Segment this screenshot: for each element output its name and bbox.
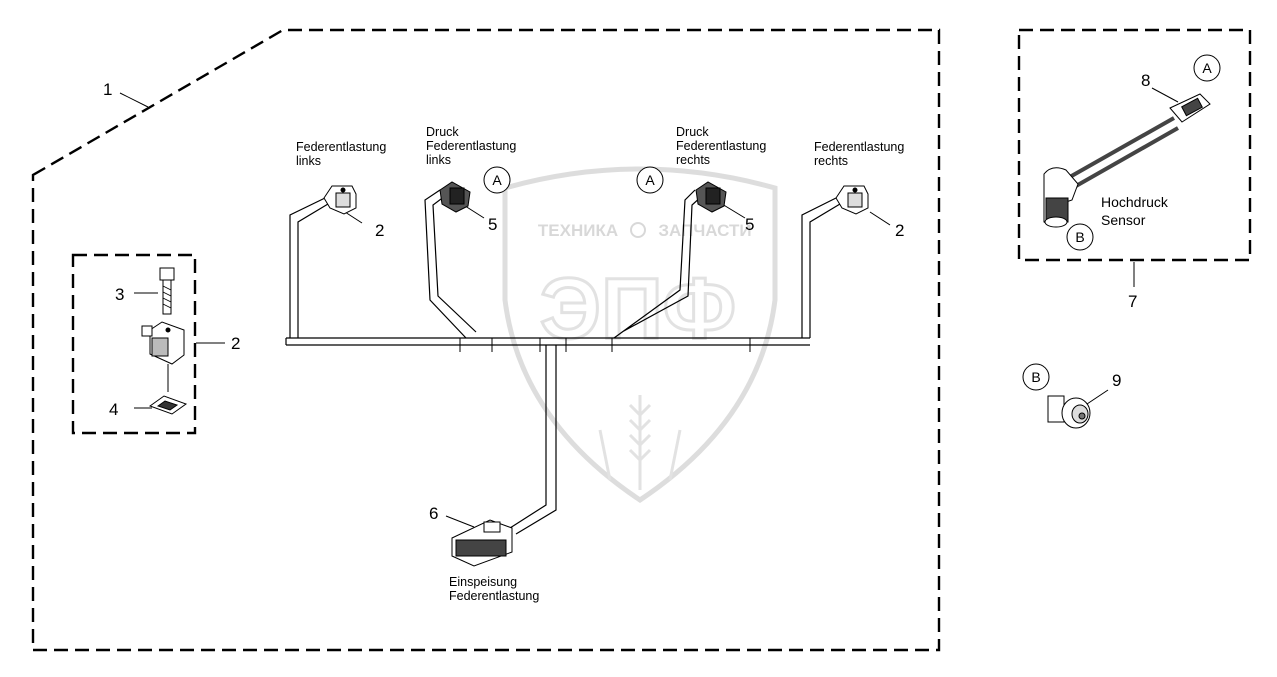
valve-connector-left <box>323 185 357 215</box>
wiring-harness <box>285 189 841 535</box>
sealing-plug <box>1047 395 1091 429</box>
watermark-logo: ЭПФ <box>540 261 736 357</box>
callout-2-detail: 2 <box>231 334 240 353</box>
label-federentlastung-links: Federentlastung links <box>296 140 390 168</box>
watermark: ТЕХНИКА ЗАПЧАСТИ ЭПФ <box>502 166 778 504</box>
label-hochdruck-sensor: Hochdruck Sensor <box>1101 194 1172 228</box>
watermark-right: ЗАПЧАСТИ <box>658 221 751 240</box>
connector-marker-b-sensor: B <box>1066 223 1094 251</box>
screw-part <box>159 267 175 315</box>
label-federentlastung-rechts: Federentlastung rechts <box>814 140 908 168</box>
callout-9: 9 <box>1112 371 1121 390</box>
label-druck-federentlastung-rechts: Druck Federentlastung rechts <box>676 125 770 167</box>
label-einspeisung: Einspeisung Federentlastung <box>449 575 539 603</box>
callout-8: 8 <box>1141 71 1150 90</box>
callout-1: 1 <box>103 80 112 99</box>
connector-marker-a-sensor: A <box>1193 54 1221 82</box>
callout-2-left: 2 <box>375 221 384 240</box>
watermark-left: ТЕХНИКА <box>538 221 618 240</box>
connector-a-text: A <box>1202 60 1212 76</box>
sensor-kit-frame <box>1017 28 1252 262</box>
callout-5-left: 5 <box>488 215 497 234</box>
connector-b-text: B <box>1031 369 1040 385</box>
main-kit-frame <box>31 28 941 652</box>
seal-part <box>148 395 188 415</box>
connector-a-text: A <box>645 172 655 188</box>
feed-connector <box>451 519 513 567</box>
connector-marker-a-right: A <box>636 166 664 194</box>
sensor-assembly <box>1043 93 1211 228</box>
callout-6: 6 <box>429 504 438 523</box>
wheat-icon <box>598 395 682 490</box>
label-druck-federentlastung-links: Druck Federentlastung links <box>426 125 520 167</box>
pressure-plug-left <box>439 181 471 213</box>
connector-marker-b-plug: B <box>1022 363 1050 391</box>
valve-detail-frame <box>71 253 197 435</box>
gear-icon <box>630 222 646 238</box>
callout-3: 3 <box>115 285 124 304</box>
valve-part <box>141 321 185 392</box>
callout-2-right: 2 <box>895 221 904 240</box>
callout-5-right: 5 <box>745 215 754 234</box>
connector-b-text: B <box>1075 229 1084 245</box>
callout-4: 4 <box>109 400 118 419</box>
callout-7: 7 <box>1128 292 1137 311</box>
connector-marker-a-left: A <box>483 166 511 194</box>
pressure-plug-right <box>695 181 727 213</box>
valve-connector-right <box>835 185 869 215</box>
connector-a-text: A <box>492 172 502 188</box>
